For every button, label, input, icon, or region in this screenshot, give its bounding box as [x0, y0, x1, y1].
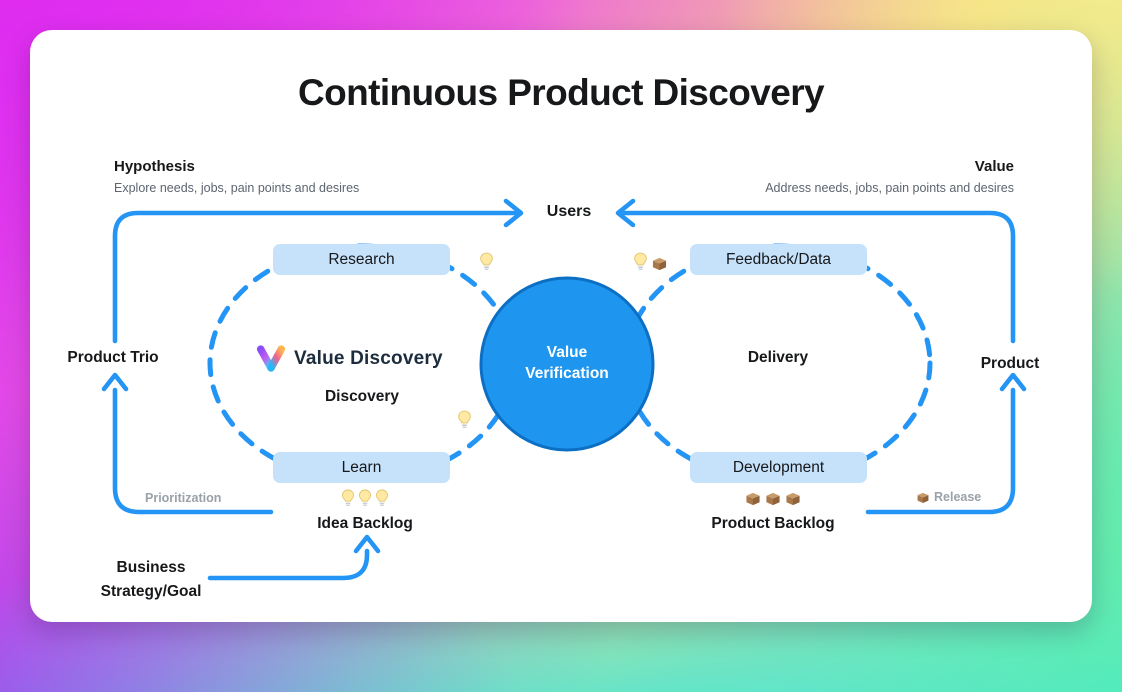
- value-verification-label: Value Verification: [497, 342, 637, 384]
- page-title: Continuous Product Discovery: [298, 72, 825, 113]
- lightbulb-icon: [633, 252, 648, 271]
- product-label: Product: [976, 355, 1044, 373]
- feedback-data-box: Feedback/Data: [690, 244, 867, 275]
- value-title: Value: [974, 158, 1014, 175]
- learn-box: Learn: [273, 452, 450, 483]
- diagram-card: [30, 30, 1092, 622]
- product-trio-label: Product Trio: [63, 349, 163, 367]
- value-verification-line1: Value: [546, 344, 588, 361]
- lightbulb-icon: [479, 252, 494, 271]
- hypothesis-title: Hypothesis: [114, 158, 195, 175]
- discovery-label: Discovery: [324, 388, 400, 405]
- lightbulb-icon: [457, 410, 472, 429]
- product-backlog-label: Product Backlog: [711, 515, 835, 532]
- idea-backlog-icons: [341, 489, 389, 507]
- lightbulb-package-icons: [633, 252, 668, 271]
- hypothesis-block: Hypothesis Explore needs, jobs, pain poi…: [114, 158, 359, 195]
- package-icon: [745, 491, 762, 506]
- delivery-label: Delivery: [747, 349, 809, 366]
- idea-backlog-label: Idea Backlog: [317, 515, 413, 532]
- lightbulb-icon: [341, 489, 355, 507]
- users-label: Users: [546, 203, 592, 220]
- value-discovery-brand: Value Discovery: [256, 344, 443, 373]
- strategy-goal-line: Strategy/Goal: [100, 583, 202, 600]
- package-icon: [785, 491, 802, 506]
- business-strategy-goal-label: Business Strategy/Goal: [101, 556, 202, 604]
- lightbulb-icon: [358, 489, 372, 507]
- value-discovery-wordmark: Value Discovery: [294, 347, 443, 369]
- release-label: Release: [916, 490, 981, 504]
- value-verification-line2: Verification: [525, 365, 609, 382]
- package-icon: [765, 491, 782, 506]
- prioritization-label: Prioritization: [145, 491, 222, 505]
- development-box: Development: [690, 452, 867, 483]
- package-icon: [651, 256, 668, 271]
- value-discovery-logo: [256, 344, 286, 373]
- value-subtitle: Address needs, jobs, pain points and des…: [765, 181, 1014, 195]
- release-text: Release: [934, 490, 982, 504]
- product-backlog-icons: [745, 491, 802, 506]
- lightbulb-icon: [375, 489, 389, 507]
- value-block: Value Address needs, jobs, pain points a…: [765, 158, 1014, 195]
- hypothesis-subtitle: Explore needs, jobs, pain points and des…: [114, 181, 360, 195]
- research-box: Research: [273, 244, 450, 275]
- package-icon: [916, 491, 930, 504]
- business-line: Business: [116, 559, 186, 576]
